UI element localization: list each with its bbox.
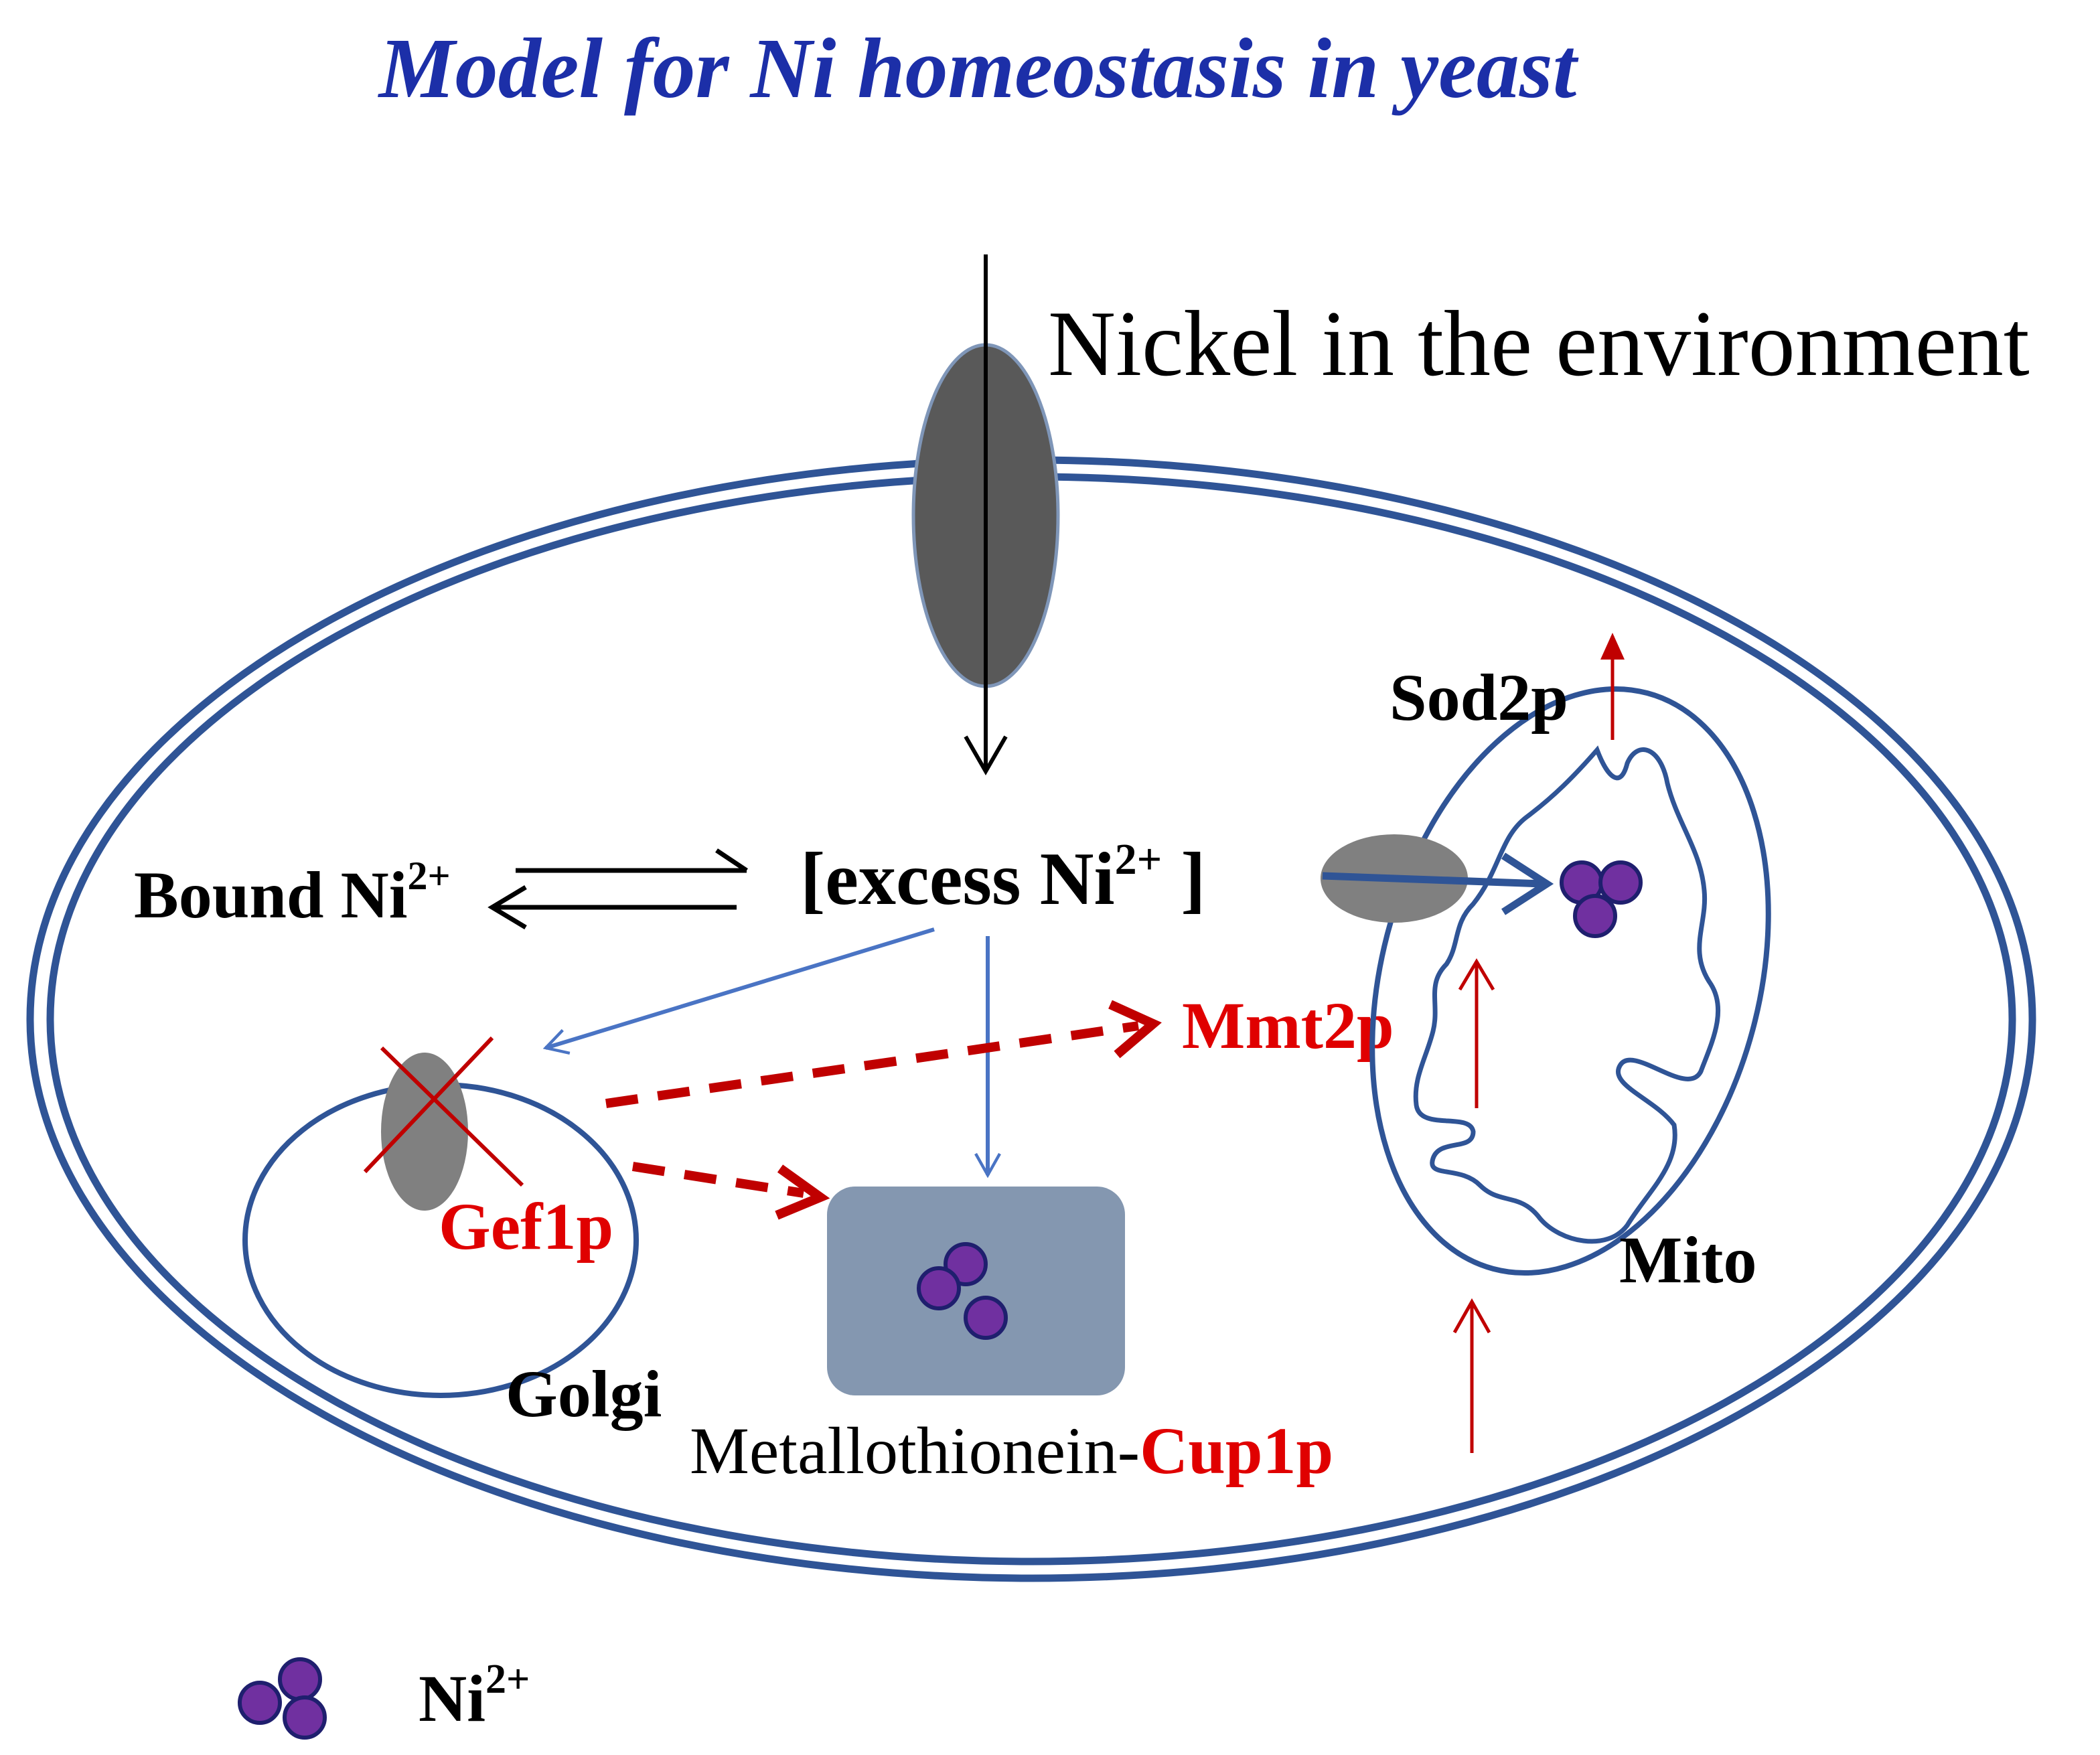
- metallothionein-label: Metallothionein-Cup1p: [690, 1414, 1333, 1488]
- ni-cluster-icon-mito: [1560, 860, 1643, 938]
- equilibrium-arrows: [487, 848, 748, 930]
- mito-inner-up-arrowhead: [1458, 958, 1495, 991]
- regulation-arrow-cup1p: [631, 1162, 830, 1220]
- inhibition-x-icon: [363, 1036, 524, 1187]
- gef1p-label: Gef1p: [439, 1189, 613, 1264]
- sod2p-label: Sod2p: [1390, 660, 1568, 735]
- mito-outer-up-arrowhead: [1452, 1298, 1491, 1334]
- regulation-arrow-mmt2p: [605, 1000, 1162, 1108]
- metallothionein-box: [827, 1187, 1125, 1395]
- arrow-into-mitochondrion: [1322, 872, 1544, 888]
- sod2p-up-arrowhead: [1600, 633, 1625, 660]
- mito-label: Mito: [1619, 1223, 1756, 1297]
- mmt2p-label: Mmt2p: [1182, 988, 1394, 1063]
- mitochondrion-inner-membrane: [1413, 745, 1721, 1244]
- ni-cluster-icon: [917, 1242, 1008, 1340]
- mitochondrion-outer: [1369, 686, 1771, 1276]
- arrow-to-golgi: [546, 927, 935, 1048]
- environment-label: Nickel in the environment: [1048, 292, 2030, 396]
- excess-ni-label: [excess Ni2+ ]: [800, 835, 1206, 921]
- nickel-entry-arrowhead: [964, 735, 1008, 776]
- legend-ni-icon: [238, 1657, 327, 1740]
- legend-ni-label: Ni2+: [419, 1657, 530, 1736]
- arrow-into-mitochondrion-head: [1501, 852, 1554, 915]
- diagram-title: Model for Ni homeostasis in yeast: [378, 21, 1579, 116]
- golgi-label: Golgi: [506, 1357, 662, 1431]
- gef1p-transporter: [381, 1053, 468, 1211]
- bound-ni-label: Bound Ni2+: [134, 854, 451, 932]
